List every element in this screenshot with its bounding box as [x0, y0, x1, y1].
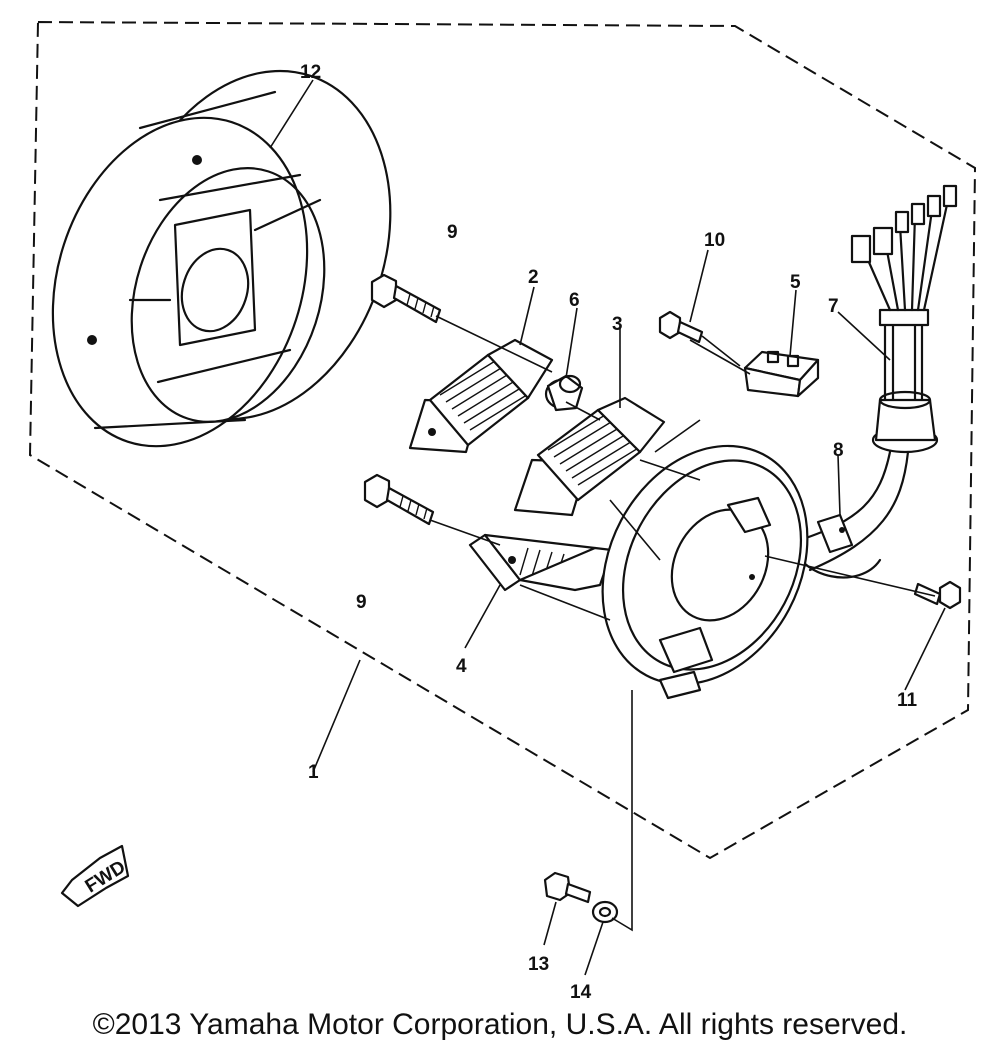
callout-leaders: [269, 79, 946, 976]
callout-14: 14: [570, 982, 592, 1000]
fwd-arrow-icon: FWD: [60, 844, 129, 908]
callout-11: 11: [897, 690, 918, 711]
part-12-rotor[interactable]: [12, 36, 434, 480]
callout-10: 10: [704, 230, 725, 251]
callout-8: 8: [833, 440, 844, 461]
exploded-parts-diagram: 1 2 3 4 5 6 7 8 9 9 10 11 12 13 14 FWD: [12, 20, 977, 1000]
part-1-stator-base[interactable]: [562, 410, 847, 720]
callout-6: 6: [569, 290, 580, 311]
callout-9-upper: 9: [447, 222, 458, 243]
part-4-pickup-coil[interactable]: [468, 533, 614, 592]
callout-2: 2: [528, 267, 539, 288]
callout-3: 3: [612, 314, 623, 335]
copyright-notice: ©2013 Yamaha Motor Corporation, U.S.A. A…: [92, 1008, 908, 1041]
callout-5: 5: [790, 272, 801, 293]
part-6-collar[interactable]: [544, 374, 584, 412]
part-5-bracket[interactable]: [743, 350, 820, 398]
part-9-bolt-upper[interactable]: [370, 273, 442, 324]
callout-4: 4: [456, 656, 467, 677]
part-3-coil[interactable]: [513, 396, 666, 517]
callout-13: 13: [528, 954, 549, 975]
assembly-leader-lines: [429, 315, 936, 932]
callout-9-lower: 9: [356, 592, 367, 613]
part-7-wire-harness[interactable]: [798, 184, 958, 572]
part-9-bolt-lower[interactable]: [363, 473, 435, 526]
part-13-screw[interactable]: [543, 871, 592, 904]
callout-12: 12: [300, 62, 321, 83]
callout-7: 7: [828, 296, 839, 317]
part-2-coil[interactable]: [408, 338, 554, 454]
callout-1: 1: [308, 762, 319, 783]
part-14-washer[interactable]: [591, 900, 619, 924]
assembly-boundary: [28, 20, 977, 860]
part-11-screw[interactable]: [913, 580, 962, 610]
part-10-screw[interactable]: [658, 310, 704, 344]
